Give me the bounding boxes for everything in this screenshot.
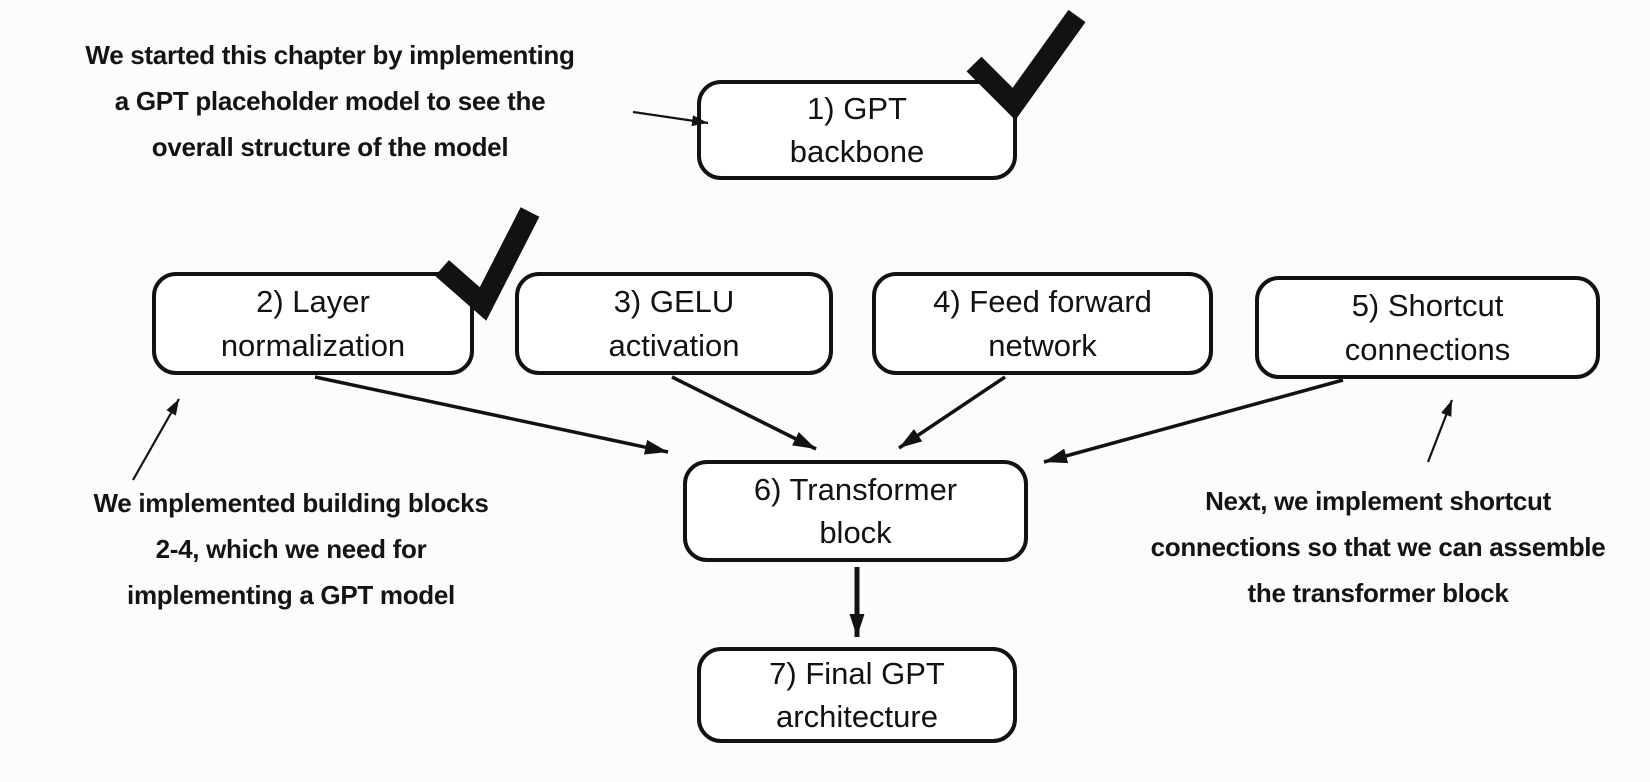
node-gpt-backbone: 1) GPT backbone: [697, 80, 1017, 180]
note-line: connections so that we can assemble: [1150, 532, 1606, 562]
node-label: normalization: [220, 327, 406, 363]
node-shortcut-connections: 5) Shortcut connections: [1255, 276, 1600, 379]
node-label: 5) Shortcut: [1351, 288, 1504, 324]
node-final-gpt-architecture: 7) Final GPT architecture: [697, 647, 1017, 743]
node-label: 3) GELU: [613, 284, 735, 320]
node-label: 2) Layer: [256, 284, 370, 320]
node-label: network: [988, 327, 1097, 363]
note-right: Next, we implement shortcut connections …: [1126, 478, 1630, 616]
arrow-note-to-shortcut-connections: [1426, 399, 1454, 463]
note-line: implementing a GPT model: [127, 580, 455, 610]
note-line: a GPT placeholder model to see the: [114, 86, 546, 116]
note-line: the transformer block: [1247, 578, 1509, 608]
node-label: connections: [1344, 331, 1511, 367]
node-label: activation: [608, 327, 740, 363]
node-transformer-block: 6) Transformer block: [683, 460, 1028, 562]
note-line: 2-4, which we need for: [155, 534, 427, 564]
arrow-layer-normalization-to-transformer-block: [314, 375, 669, 455]
node-label: architecture: [776, 699, 938, 734]
node-layer-normalization: 2) Layer normalization: [152, 272, 474, 375]
node-gelu-activation: 3) GELU activation: [515, 272, 833, 375]
arrow-note-to-layer-normalization: [132, 398, 180, 481]
note-top-left: We started this chapter by implementing …: [40, 32, 620, 170]
node-label: 7) Final GPT: [769, 655, 945, 691]
arrow-gelu-activation-to-transformer-block: [671, 375, 817, 451]
node-label: block: [819, 515, 892, 550]
note-line: We started this chapter by implementing: [85, 40, 575, 70]
note-line: overall structure of the model: [151, 132, 509, 162]
node-feed-forward-network: 4) Feed forward network: [872, 272, 1213, 375]
node-label: 4) Feed forward: [933, 284, 1152, 320]
node-label: 6) Transformer: [753, 471, 958, 507]
note-line: We implemented building blocks: [93, 488, 489, 518]
note-bottom-left: We implemented building blocks 2-4, whic…: [52, 480, 530, 618]
arrow-shortcut-connections-to-transformer-block: [1043, 378, 1344, 464]
arrow-feed-forward-to-transformer-block: [898, 375, 1006, 450]
node-label: 1) GPT: [807, 90, 907, 126]
node-label: backbone: [789, 134, 925, 169]
note-line: Next, we implement shortcut: [1205, 486, 1551, 516]
